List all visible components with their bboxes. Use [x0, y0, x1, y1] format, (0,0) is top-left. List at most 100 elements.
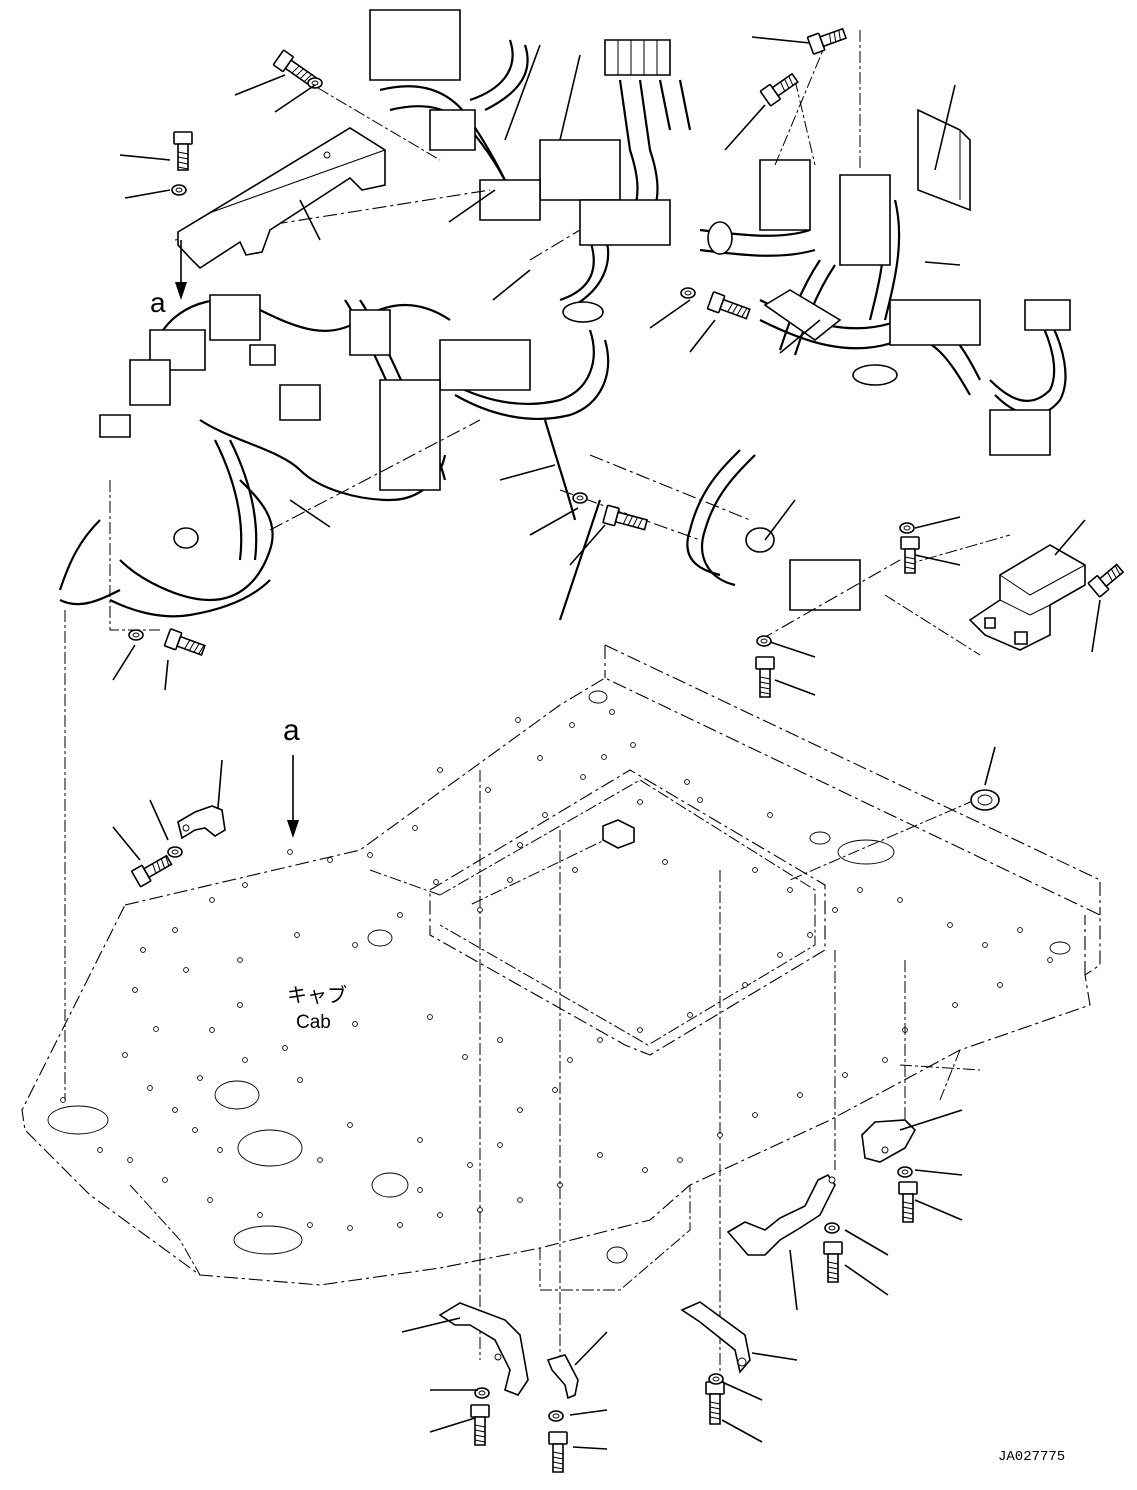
plate-hole	[788, 888, 793, 893]
plate-hole	[418, 1138, 423, 1143]
plate-hole	[638, 1028, 643, 1033]
bolt-thread	[828, 34, 833, 44]
leader-line	[573, 1447, 607, 1449]
leader-line	[165, 660, 168, 690]
plate-hole	[258, 1213, 263, 1218]
plate-hole	[518, 1108, 523, 1113]
washer-inner	[904, 526, 910, 530]
bolt-thread	[742, 308, 747, 318]
bolt-thread	[178, 167, 188, 169]
bolt-thread	[903, 1202, 913, 1204]
leader-line	[575, 1332, 607, 1365]
plate-hole	[698, 798, 703, 803]
plate-hole	[643, 1168, 648, 1173]
bolt-thread	[905, 557, 915, 559]
plate-hole	[610, 710, 615, 715]
leader-line	[915, 1200, 962, 1220]
plate-hole	[553, 1088, 558, 1093]
bolt-thread	[710, 1407, 720, 1409]
bolt-icon	[471, 1405, 489, 1445]
view-label-top: a	[150, 287, 166, 318]
leader-line	[650, 300, 690, 328]
washer-inner	[829, 1226, 835, 1230]
plate-hole	[210, 1028, 215, 1033]
bolt-thread	[1110, 569, 1118, 578]
leader-line	[150, 800, 168, 840]
plate-hole	[998, 983, 1003, 988]
washer-icon	[308, 78, 322, 88]
leader-line	[530, 508, 578, 535]
bolt-head	[756, 657, 774, 669]
plate-hole	[353, 1022, 358, 1027]
washer-icon	[898, 1167, 912, 1177]
leader-line	[275, 85, 315, 112]
leader-line	[985, 747, 995, 785]
plate-hole	[953, 1003, 958, 1008]
plate-hole	[498, 1038, 503, 1043]
bolt-thread	[553, 1452, 563, 1454]
washer-icon	[825, 1223, 839, 1233]
cab-label-jp: キャブ	[287, 983, 347, 1007]
bolt-shank	[905, 549, 915, 573]
bolt-shank	[144, 856, 172, 878]
leader-line	[915, 1170, 962, 1175]
leader-line	[690, 320, 715, 352]
washer-inner	[312, 81, 318, 85]
plate-hole	[288, 850, 293, 855]
plate-hole	[898, 898, 903, 903]
leader-line	[235, 75, 285, 95]
leader-line	[560, 55, 580, 140]
plate-hole	[163, 1178, 168, 1183]
plate-hole	[743, 983, 748, 988]
plate-hole	[283, 1046, 288, 1051]
plate-hole	[753, 868, 758, 873]
plate-hole	[983, 943, 988, 948]
leader-line	[430, 1418, 475, 1432]
bolt-thread	[828, 1267, 838, 1269]
bolt-thread	[1114, 566, 1122, 575]
plate-hole	[198, 1076, 203, 1081]
plate-hole	[808, 933, 813, 938]
bolt-thread	[828, 1277, 838, 1279]
plate-hole	[581, 775, 586, 780]
bolt-thread	[475, 1425, 485, 1427]
washer-icon	[549, 1411, 563, 1421]
plate-hole	[568, 1058, 573, 1063]
washer-inner	[577, 496, 583, 500]
bolt-icon	[707, 292, 751, 323]
plate-hole	[498, 1143, 503, 1148]
plate-hole	[328, 858, 333, 863]
plate-hole	[123, 1053, 128, 1058]
washer-icon	[573, 493, 587, 503]
bolt-head	[549, 1432, 567, 1444]
main-wiring-harness	[60, 10, 1070, 620]
bolt-shank	[820, 29, 846, 47]
bolt-head	[901, 537, 919, 549]
washer-icon	[709, 1374, 723, 1384]
view-arrow-top: a	[150, 240, 187, 318]
plate-hole	[98, 1148, 103, 1153]
plate-hole	[243, 883, 248, 888]
bolt-shank	[616, 512, 648, 529]
drawing-number: JA027775	[998, 1449, 1065, 1465]
bolt-thread	[783, 79, 790, 88]
plate-hole	[173, 928, 178, 933]
bolt-thread	[903, 1212, 913, 1214]
leader-line	[915, 517, 960, 528]
bolt-head	[899, 1182, 917, 1194]
bolt-thread	[710, 1412, 720, 1414]
bolt-thread	[178, 162, 188, 164]
bolt-icon	[760, 71, 800, 106]
bolt-thread	[779, 82, 786, 91]
plate-hole	[573, 868, 578, 873]
leader-line	[725, 105, 765, 150]
washer-inner	[713, 1377, 719, 1381]
cab-label-en: Cab	[296, 1012, 331, 1033]
bolt-thread	[760, 687, 770, 689]
bolt-thread	[151, 864, 158, 874]
washers	[129, 78, 914, 1421]
plate-hole	[210, 898, 215, 903]
bolt-thread	[475, 1430, 485, 1432]
leader-line	[845, 1265, 888, 1295]
washer-inner	[479, 1391, 485, 1395]
